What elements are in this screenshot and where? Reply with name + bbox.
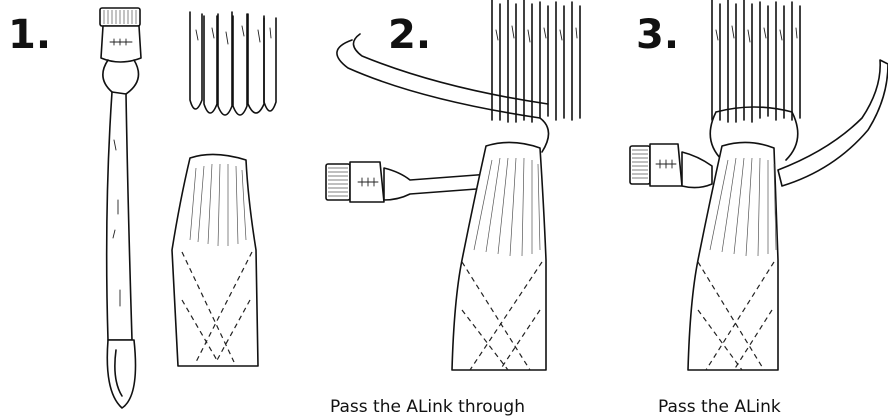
alink-connector-step2 <box>326 162 490 202</box>
tendon-body-step1-illustration <box>172 154 258 366</box>
step-3-caption: Pass the ALink <box>658 397 781 417</box>
step-1-panel: 1. <box>8 8 276 408</box>
step-2-number: 2. <box>388 12 431 58</box>
tendon-strands-step3 <box>712 0 800 122</box>
alink-connector-step3 <box>630 144 712 188</box>
alink-strap-illustration <box>100 8 141 408</box>
step-3-panel: 3. Pass the ALink <box>630 0 888 417</box>
alink-strap-step3 <box>778 60 888 186</box>
step-2-panel: 2. Pass the ALink through <box>326 0 580 417</box>
step-1-number: 1. <box>8 12 51 58</box>
tendon-loops-illustration <box>190 12 276 115</box>
tendon-strands-step2 <box>492 0 580 122</box>
step-2-caption: Pass the ALink through <box>330 397 525 417</box>
step-3-number: 3. <box>636 12 679 58</box>
